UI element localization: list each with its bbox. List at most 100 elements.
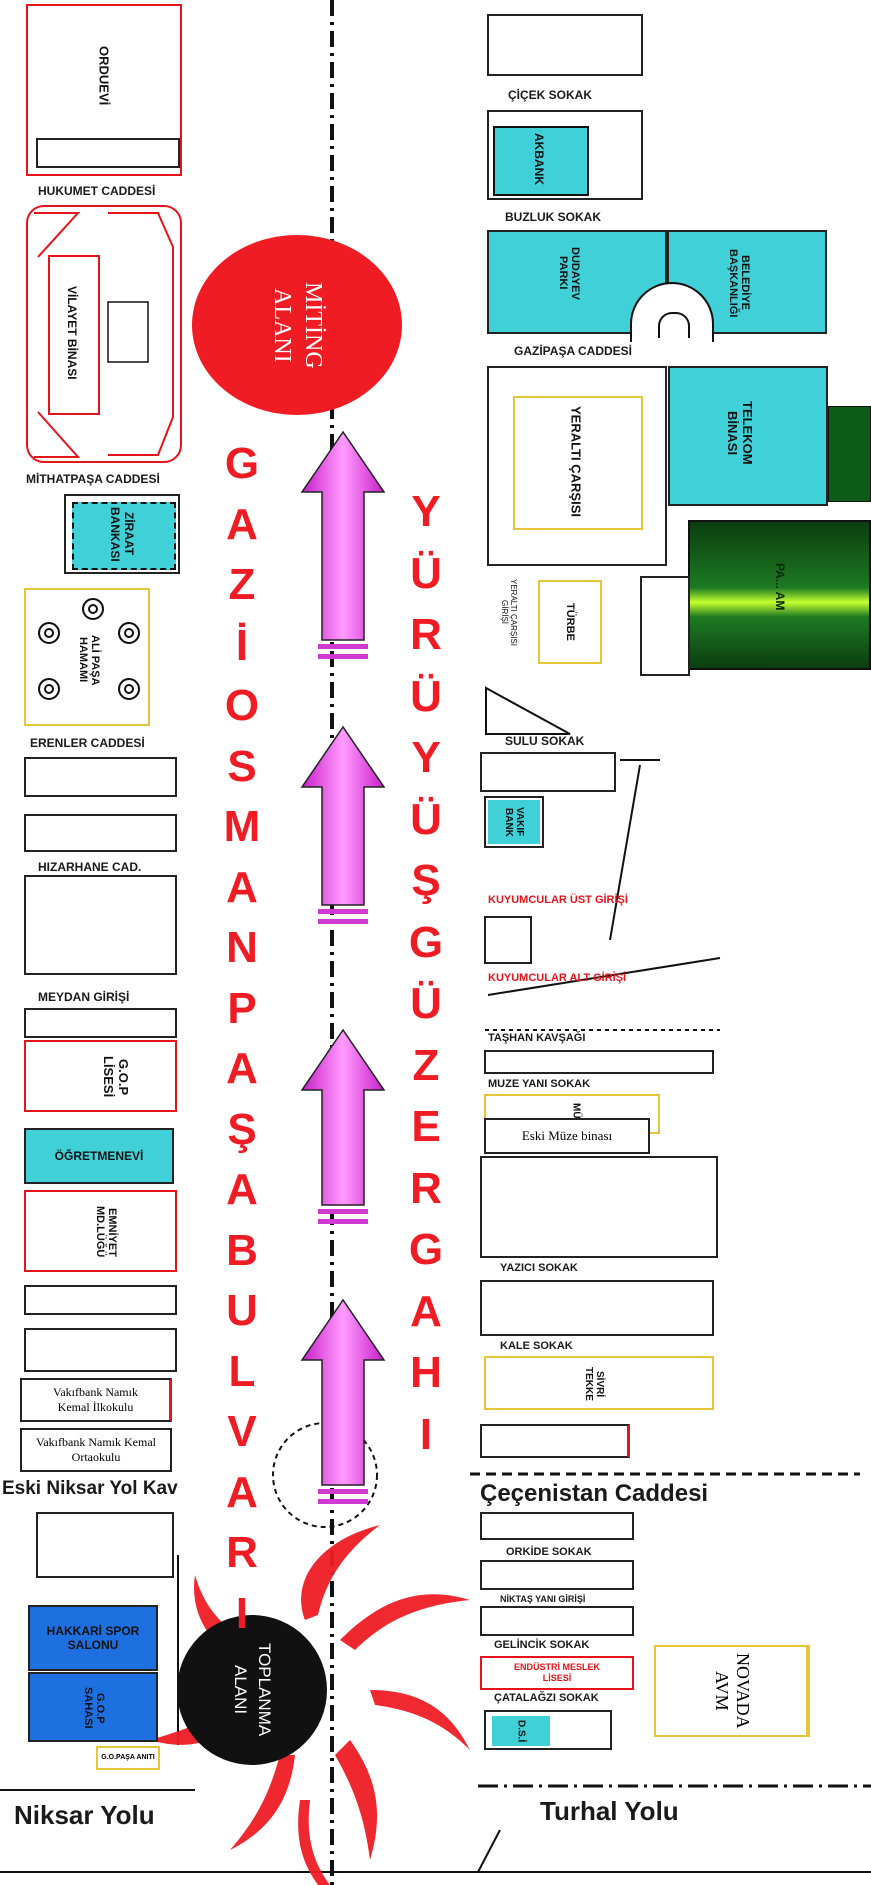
left-block-6 — [24, 1328, 177, 1372]
route-letter: Z — [412, 1040, 440, 1090]
boulevard-letter: A — [226, 1044, 258, 1093]
boulevard-letter: N — [226, 923, 258, 972]
boulevard-letter: Ş — [227, 1104, 257, 1154]
left-block-4 — [24, 1008, 177, 1038]
right-block-top — [487, 14, 643, 76]
dsi-building[interactable] — [492, 1716, 550, 1746]
muze-short-label: MÜ — [570, 1103, 582, 1119]
gop-sahasi-building[interactable]: G.O.P SAHASI — [28, 1672, 158, 1742]
route-letter: A — [410, 1286, 442, 1336]
akbank-block: AKBANK — [487, 110, 643, 200]
telekom-label: TELEKOM BİNASI — [725, 401, 755, 465]
vakifbank-ilkokulu-label: Vakıfbank Namık Kemal İlkokulu — [53, 1385, 138, 1414]
vakif-bank-block: VAKIF BANK — [484, 796, 544, 848]
gop-sahasi-label: G.O.P SAHASI — [82, 1687, 106, 1729]
boulevard-letter: O — [224, 681, 260, 730]
route-letter: Ü — [410, 671, 442, 721]
route-arrow-2 — [300, 725, 386, 924]
assembly-rays — [150, 1525, 470, 1885]
turbe-building[interactable]: TÜRBE — [538, 580, 602, 664]
kuyumcular-alt-girisi-label: KUYUMCULAR ALT GİRİŞİ — [488, 972, 627, 984]
rally-area-circle[interactable]: MİTİNG ALANI — [192, 235, 402, 415]
route-letter: E — [411, 1102, 441, 1151]
assembly-area-circle[interactable]: TOPLANMA ALANI — [177, 1615, 327, 1765]
endustri-meslek-lisesi-building[interactable]: ENDÜSTRİ MESLEK LİSESİ — [480, 1656, 634, 1690]
boulevard-letter: V — [227, 1407, 257, 1456]
boulevard-letter: U — [226, 1286, 258, 1335]
route-letter: Y — [411, 733, 441, 782]
route-letter: Ü — [410, 794, 442, 844]
right-block-kuyumcular — [484, 916, 532, 964]
vakif-bank-building[interactable] — [488, 800, 540, 844]
niktas-yani-girisi-label: NİKTAŞ YANI GİRİŞİ — [500, 1594, 586, 1604]
right-block-yazici — [480, 1280, 714, 1336]
boulevard-letter: G — [224, 439, 260, 488]
eski-niksar-yol-label: Eski Niksar Yol Kav — [2, 1478, 178, 1499]
vilayet-label-box — [48, 255, 100, 415]
route-arrow-3 — [300, 1028, 386, 1224]
right-block-tashan — [484, 1050, 714, 1074]
hamam-dome-2 — [38, 622, 60, 644]
gop-lisesi-building[interactable]: G.O.P LİSESİ — [24, 1040, 177, 1112]
kuyumcular-street-line-2 — [609, 764, 641, 941]
boulevard-letter: A — [226, 862, 258, 912]
vakif-bank-label: VAKIF BANK — [503, 807, 525, 837]
eski-muze-building[interactable]: Eski Müze binası — [484, 1118, 650, 1154]
right-block-kale — [480, 1424, 630, 1458]
gop-lisesi-label: G.O.P LİSESİ — [101, 1056, 131, 1098]
yeralti-giris-label-wrap: YERALTI ÇARŞISI GİRİŞİ — [487, 566, 531, 658]
left-block-2 — [24, 814, 177, 852]
right-block-sulu — [480, 752, 616, 792]
mithatpasa-caddesi-label: MİTHATPAŞA CADDESİ — [26, 472, 160, 486]
route-letter: Ü — [410, 979, 442, 1028]
boulevard-letter: Z — [228, 560, 256, 609]
park-am-area[interactable]: PA... AM — [688, 520, 871, 670]
sivri-tekke-building[interactable]: SİVRİ TEKKE — [484, 1356, 714, 1410]
sivri-tekke-label: SİVRİ TEKKE — [583, 1367, 605, 1401]
novada-avm-label: NOVADA AVM — [712, 1653, 753, 1729]
orduevi-label: ORDUEVİ — [96, 46, 112, 106]
novada-avm-building[interactable]: NOVADA AVM — [654, 1645, 810, 1737]
boulevard-letter: L — [228, 1346, 256, 1396]
right-block-large — [480, 1156, 718, 1258]
vakifbank-ilkokulu-building[interactable]: Vakıfbank Namık Kemal İlkokulu — [20, 1378, 172, 1422]
emniyet-mudurlugu-building[interactable]: EMNİYET MD.LÜĞÜ — [24, 1190, 177, 1272]
meydan-girisi-label: MEYDAN GİRİŞİ — [38, 990, 130, 1004]
cecenistan-caddesi-label: Çeçenistan Caddesi — [480, 1480, 709, 1507]
ziraat-bankasi-building[interactable]: ZİRAAT BANKASI — [64, 494, 180, 574]
niksar-yolu-label: Niksar Yolu — [14, 1800, 155, 1830]
orduevi-building[interactable]: ORDUEVİ — [26, 4, 182, 176]
route-letter: R — [410, 610, 442, 659]
boulevard-letter: B — [226, 1225, 258, 1275]
vakifbank-ortaokulu-building[interactable]: Vakıfbank Namık Kemal Ortaokulu — [20, 1428, 172, 1472]
telekom-building[interactable]: TELEKOM BİNASI — [668, 366, 828, 506]
gazipasa-caddesi-label: GAZİPAŞA CADDESİ — [514, 344, 633, 358]
route-letter: Ü — [410, 548, 442, 598]
dsi-block: D.S.İ — [484, 1710, 612, 1750]
right-block-niktas — [480, 1560, 634, 1590]
right-block-mid — [640, 576, 690, 676]
boulevard-letter: M — [223, 802, 261, 851]
park-am-label: PA... AM — [773, 563, 787, 611]
hakkari-spor-salonu-building[interactable]: HAKKARİ SPOR SALONU — [28, 1605, 158, 1671]
vilayet-building[interactable]: VİLAYET BİNASI — [26, 205, 182, 463]
hakkari-spor-salonu-label: HAKKARİ SPOR SALONU — [46, 1624, 140, 1652]
right-block-orkide — [480, 1512, 634, 1540]
ogretmenevi-building[interactable]: ÖĞRETMENEVİ — [24, 1128, 174, 1184]
yeralti-carsisi-building[interactable] — [513, 396, 643, 530]
route-letter: H — [410, 1348, 442, 1397]
gop-pasa-aniti-label: G.O.PAŞA ANITI — [101, 1754, 155, 1762]
gelincik-sokak-label: GELİNCİK SOKAK — [494, 1639, 590, 1651]
hizarhane-cad-label: HIZARHANE CAD. — [38, 860, 142, 874]
eski-muze-binasi-label: Eski Müze binası — [521, 1128, 613, 1143]
boulevard-letter: İ — [235, 620, 249, 670]
gop-pasa-aniti-monument[interactable]: G.O.PAŞA ANITI — [96, 1746, 160, 1770]
assembly-area-label: TOPLANMA ALANI — [231, 1643, 274, 1737]
ali-pasa-hamami-building[interactable]: ALİ PAŞA HAMAMI — [24, 588, 150, 726]
hamam-dome-3 — [118, 622, 140, 644]
hamam-dome-1 — [82, 598, 104, 620]
triangle-block — [485, 686, 571, 735]
ogretmenevi-label: ÖĞRETMENEVİ — [54, 1149, 144, 1163]
akbank-building[interactable] — [493, 126, 589, 196]
belediye-label: BELEDİYE BAŞKANLIĞI — [727, 248, 751, 318]
